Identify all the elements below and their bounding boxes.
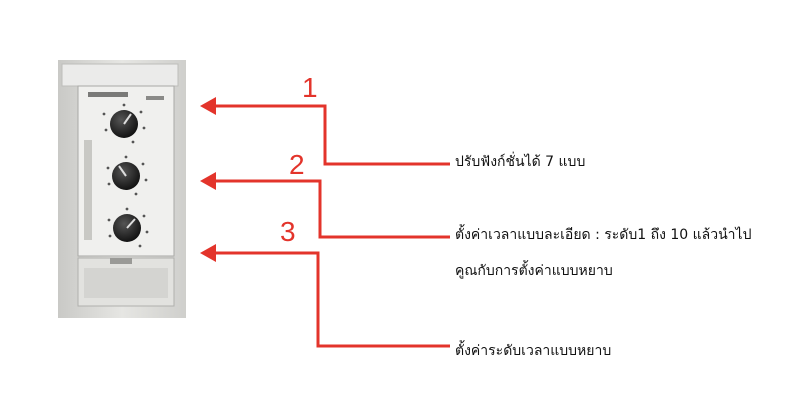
panel-print-strip bbox=[84, 140, 92, 240]
arrow-1-head bbox=[200, 97, 216, 115]
device-latch bbox=[110, 258, 132, 264]
callout-label-3: ตั้งค่าระดับเวลาแบบหยาบ bbox=[455, 343, 612, 359]
panel-top-label-right bbox=[146, 96, 164, 100]
callout-number-1: 1 bbox=[302, 72, 318, 103]
fine-time-knob bbox=[106, 155, 148, 196]
device-terminal-block bbox=[84, 268, 168, 298]
arrow-1-line bbox=[212, 104, 450, 166]
callout-label-1: ปรับฟังก์ชั่นได้ 7 แบบ bbox=[455, 154, 586, 170]
function-knob bbox=[102, 103, 146, 144]
coarse-time-knob bbox=[107, 207, 149, 248]
panel-top-label bbox=[88, 92, 128, 97]
arrow-2-head bbox=[200, 172, 216, 190]
callout-number-3: 3 bbox=[280, 216, 296, 247]
arrow-3-head bbox=[200, 244, 216, 262]
callout-number-2: 2 bbox=[289, 149, 305, 180]
arrow-3-line bbox=[212, 251, 450, 348]
callout-label-2-line-1: ตั้งค่าเวลาแบบละเอียด : ระดับ1 ถึง 10 แล… bbox=[455, 227, 752, 243]
callout-label-2-line-2: คูณกับการตั้งค่าแบบหยาบ bbox=[455, 263, 613, 279]
arrow-2-line bbox=[212, 179, 450, 239]
